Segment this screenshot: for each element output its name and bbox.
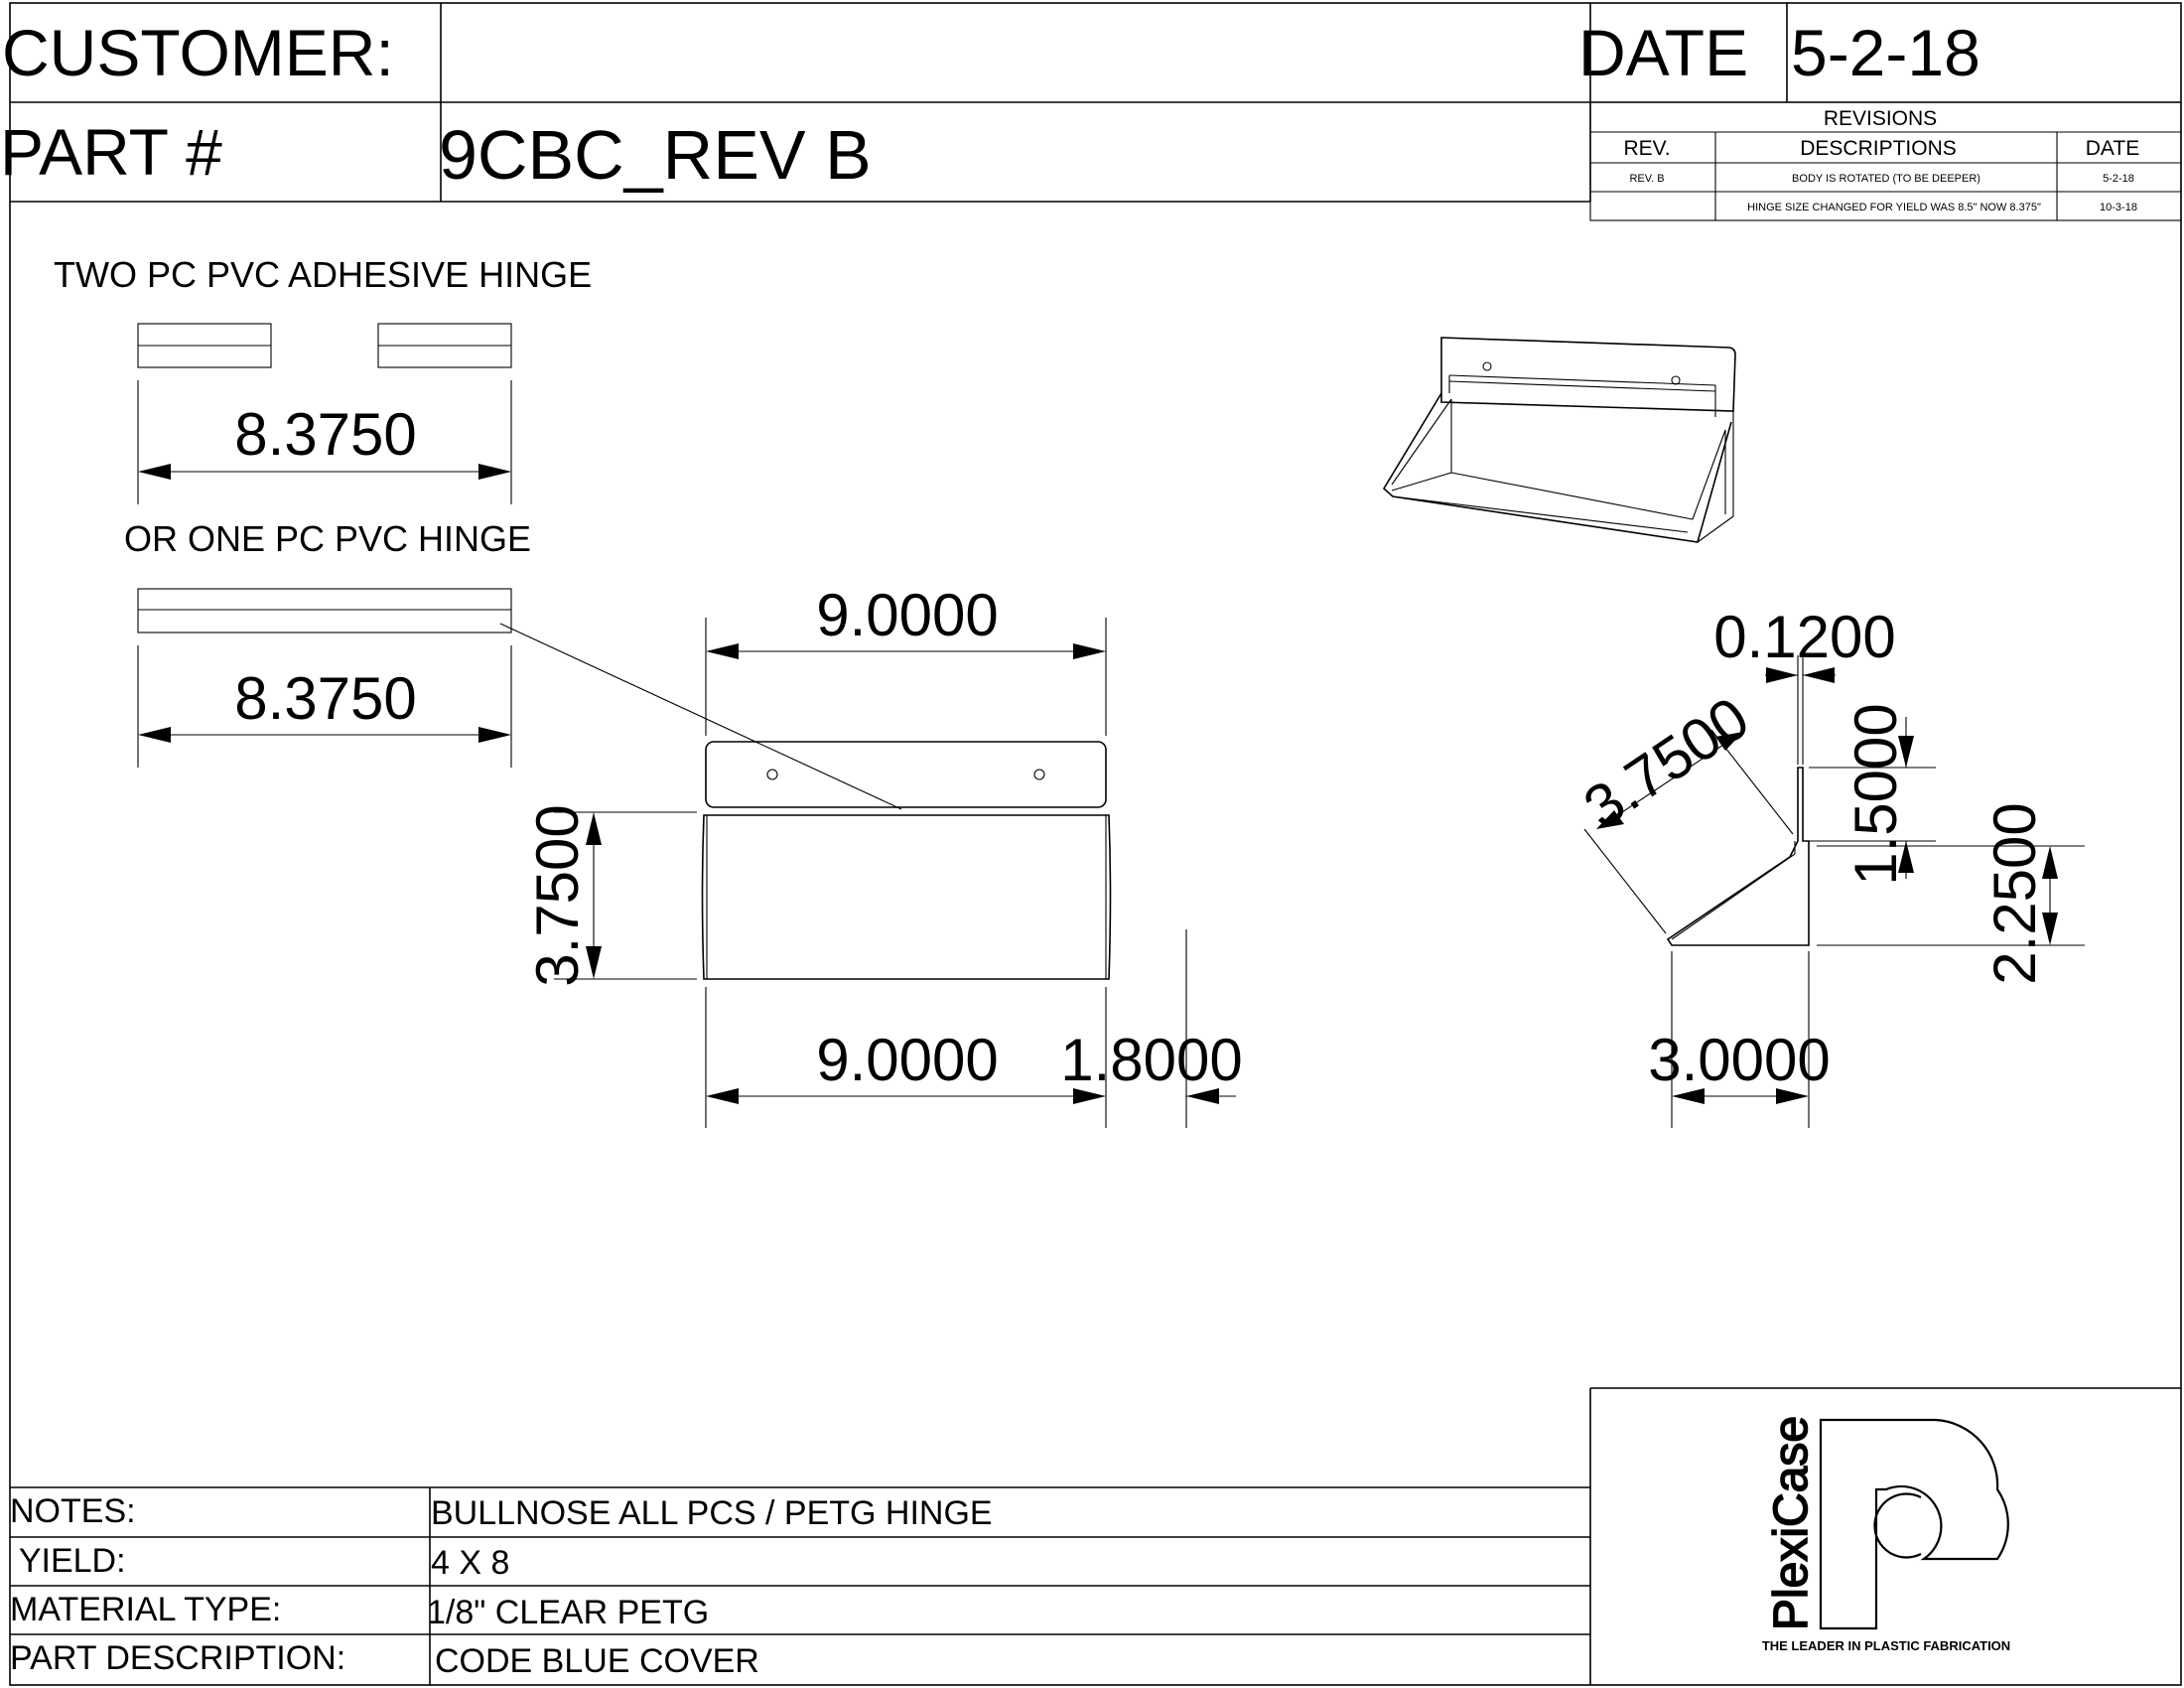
- date-value: 5-2-18: [1791, 16, 1980, 89]
- logo-tagline: THE LEADER IN PLASTIC FABRICATION: [1762, 1638, 2010, 1653]
- isometric-view: [1382, 337, 1736, 543]
- side-view: 0.1200 1.5000 2.2500 3.7500 3.0000: [1572, 604, 2085, 1128]
- one-pc-hinge-label: OR ONE PC PVC HINGE: [124, 518, 531, 559]
- side-view-profile: [1666, 767, 1810, 946]
- front-height-dim: 3.7500: [524, 804, 591, 987]
- date-label: DATE: [1578, 16, 1748, 89]
- revision-row-1-date: 5-2-18: [2103, 173, 2134, 185]
- front-view-back-panel: [705, 741, 1107, 808]
- hinge-one-piece: [137, 588, 512, 633]
- revisions-table: REVISIONS REV. DESCRIPTIONS DATE REV. B …: [1589, 101, 2182, 221]
- material-type-value: 1/8" CLEAR PETG: [427, 1594, 709, 1631]
- hinge-detail: TWO PC PVC ADHESIVE HINGE 8.3750 OR ONE …: [54, 254, 902, 810]
- revisions-header-descriptions: DESCRIPTIONS: [1800, 137, 1957, 160]
- side-back-lower-dim: 2.2500: [1981, 802, 2048, 985]
- sheet-border: [9, 2, 2182, 1686]
- two-pc-hinge-dim: 8.3750: [234, 401, 417, 468]
- iso-mounting-hole-right: [1671, 375, 1681, 385]
- two-pc-hinge-label: TWO PC PVC ADHESIVE HINGE: [54, 254, 592, 295]
- part-number-value: 9CBC_REV B: [439, 116, 872, 194]
- front-top-width-dim: 9.0000: [816, 582, 999, 648]
- side-slant-dim: 3.7500: [1572, 684, 1761, 841]
- mounting-hole-left: [766, 769, 778, 780]
- revisions-header-rev: REV.: [1623, 137, 1670, 160]
- part-number-label: PART #: [0, 115, 222, 189]
- title-block: CUSTOMER: DATE 5-2-18 PART # 9CBC_REV B: [0, 3, 2181, 203]
- side-back-upper-dim: 1.5000: [1843, 703, 1909, 886]
- notes-value: BULLNOSE ALL PCS / PETG HINGE: [431, 1494, 993, 1532]
- front-view-pocket: [701, 814, 1112, 980]
- plexicase-logo: PlexiCase THE LEADER IN PLASTIC FABRICAT…: [1762, 1415, 2010, 1653]
- mounting-hole-right: [1033, 769, 1045, 780]
- revision-row-1-description: BODY IS ROTATED (TO BE DEEPER): [1792, 173, 1980, 185]
- part-description-label: PART DESCRIPTION:: [10, 1639, 345, 1677]
- yield-label: YIELD:: [10, 1542, 126, 1580]
- side-thickness-dim: 0.1200: [1713, 604, 1896, 670]
- notes-table: NOTES: BULLNOSE ALL PCS / PETG HINGE YIE…: [10, 1387, 2181, 1685]
- iso-mounting-hole-left: [1482, 361, 1492, 371]
- logo-brand: PlexiCase: [1765, 1416, 1818, 1630]
- logo-mark: [1819, 1418, 2009, 1630]
- material-type-label: MATERIAL TYPE:: [10, 1591, 281, 1628]
- front-depth-dim: 1.8000: [1060, 1027, 1243, 1093]
- yield-value: 4 X 8: [431, 1544, 509, 1582]
- part-description-value: CODE BLUE COVER: [435, 1642, 759, 1680]
- front-view: 9.0000 3.7500 9.0000 1.8000: [524, 582, 1243, 1128]
- side-base-dim: 3.0000: [1648, 1027, 1831, 1093]
- revisions-title: REVISIONS: [1824, 107, 1937, 130]
- revision-row-2-date: 10-3-18: [2100, 202, 2137, 213]
- revisions-header-date: DATE: [2086, 137, 2139, 160]
- revision-row-1-rev: REV. B: [1629, 173, 1664, 185]
- notes-label: NOTES:: [10, 1492, 136, 1530]
- customer-label: CUSTOMER:: [2, 16, 394, 89]
- revision-row-2-description: HINGE SIZE CHANGED FOR YIELD WAS 8.5" NO…: [1747, 202, 2041, 213]
- one-pc-hinge-dim: 8.3750: [234, 665, 417, 732]
- hinge-leader-line: [499, 623, 902, 810]
- front-bottom-width-dim: 9.0000: [816, 1027, 999, 1093]
